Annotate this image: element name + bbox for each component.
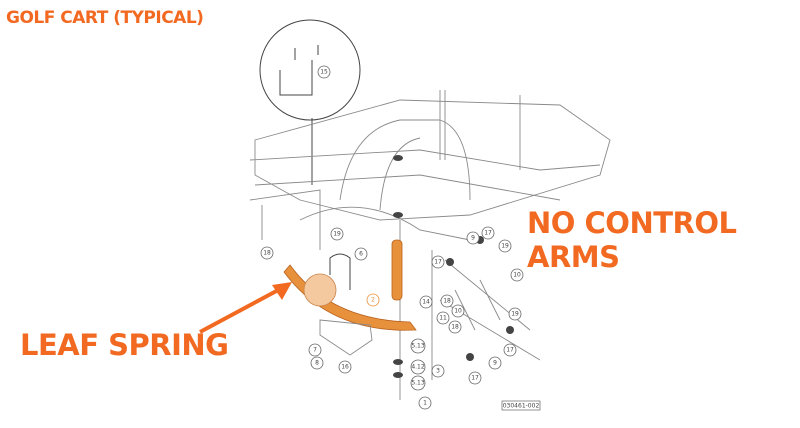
callout: 11: [436, 311, 450, 325]
callout: 18: [440, 294, 454, 308]
callout: 5.13: [410, 375, 426, 391]
leaf-spring: [283, 239, 417, 356]
callout: 10: [451, 304, 465, 318]
callout: 4.12: [410, 359, 426, 375]
callout: 19: [330, 227, 344, 241]
svg-text:18: 18: [443, 298, 451, 305]
svg-text:10: 10: [454, 308, 462, 315]
callout: 14: [419, 295, 433, 309]
svg-text:19: 19: [501, 243, 509, 250]
svg-text:17: 17: [484, 230, 492, 237]
callout: 1: [418, 396, 432, 410]
svg-text:16: 16: [341, 364, 349, 371]
callout: 18: [448, 320, 462, 334]
svg-text:10: 10: [513, 272, 521, 279]
svg-text:2: 2: [371, 297, 375, 304]
callout: 17: [431, 255, 445, 269]
detail-inset: [259, 19, 361, 185]
callout: 2: [366, 293, 380, 307]
svg-text:18: 18: [451, 324, 459, 331]
callout: 17: [481, 226, 495, 240]
diagram-title: GOLF CART (TYPICAL): [6, 8, 204, 28]
callout: 18: [260, 246, 274, 260]
callout: 5.13: [410, 338, 426, 354]
bushings: [393, 155, 514, 378]
svg-text:19: 19: [333, 231, 341, 238]
callout: 3: [431, 364, 445, 378]
svg-text:6: 6: [359, 251, 363, 258]
no-control-arms-annotation: NO CONTROL ARMS: [527, 206, 737, 274]
callout: 9: [466, 231, 480, 245]
svg-text:11: 11: [439, 315, 447, 322]
callout: 19: [508, 307, 522, 321]
svg-text:5.13: 5.13: [411, 343, 425, 350]
svg-text:3: 3: [436, 368, 440, 375]
svg-text:17: 17: [471, 375, 479, 382]
callout: 7: [308, 343, 322, 357]
svg-text:8: 8: [315, 360, 319, 367]
svg-text:9: 9: [493, 360, 497, 367]
callout: 9: [488, 356, 502, 370]
svg-text:19: 19: [511, 311, 519, 318]
svg-text:4.12: 4.12: [411, 364, 425, 371]
svg-text:18: 18: [263, 250, 271, 257]
svg-text:17: 17: [434, 259, 442, 266]
svg-text:7: 7: [313, 347, 317, 354]
callout: 16: [338, 360, 352, 374]
callout: 10: [510, 268, 524, 282]
svg-text:030461-002: 030461-002: [503, 403, 540, 410]
leaf-spring-annotation: LEAF SPRING: [20, 328, 229, 362]
svg-text:1: 1: [423, 400, 427, 407]
svg-text:9: 9: [471, 235, 475, 242]
callout: 17: [503, 343, 517, 357]
figure-code: 030461-002: [501, 400, 541, 411]
svg-text:5.13: 5.13: [411, 380, 425, 387]
leaf-spring-arrow: [199, 282, 292, 334]
svg-text:14: 14: [422, 299, 430, 306]
svg-text:17: 17: [506, 347, 514, 354]
callout: 15: [317, 65, 331, 79]
cart-frame: [249, 90, 611, 400]
callout: 19: [498, 239, 512, 253]
callout: 8: [310, 356, 324, 370]
callout: 17: [468, 371, 482, 385]
callout: 6: [354, 247, 368, 261]
svg-text:15: 15: [320, 69, 328, 76]
